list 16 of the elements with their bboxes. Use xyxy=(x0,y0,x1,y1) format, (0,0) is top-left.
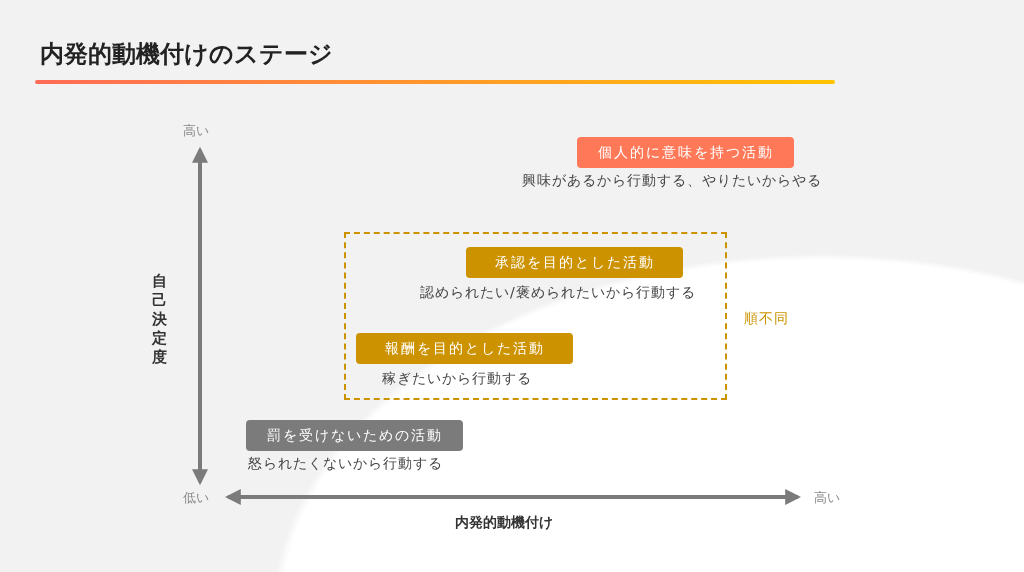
title: 内発的動機付けのステージ xyxy=(40,39,333,70)
stage-description: 稼ぎたいから行動する xyxy=(382,370,532,388)
axis-high-label: 高い xyxy=(183,122,209,140)
stage-label: 報酬を目的とした活動 xyxy=(356,333,573,364)
y-axis-title: 自己決定度 xyxy=(152,272,168,367)
group-note: 順不同 xyxy=(744,310,789,328)
stage-description: 興味があるから行動する、やりたいからやる xyxy=(522,172,822,190)
stage-description: 認められたい/褒められたいから行動する xyxy=(420,284,696,302)
axis-high-label: 高い xyxy=(814,489,840,507)
dashed-group-frame xyxy=(344,232,727,400)
stage-label: 罰を受けないための活動 xyxy=(246,420,463,451)
axis-low-label: 低い xyxy=(183,489,209,507)
stage-label: 承認を目的とした活動 xyxy=(466,247,683,278)
stage-label: 個人的に意味を持つ活動 xyxy=(577,137,794,168)
stage-description: 怒られたくないから行動する xyxy=(248,455,443,473)
x-axis-title: 内発的動機付け xyxy=(455,514,553,532)
